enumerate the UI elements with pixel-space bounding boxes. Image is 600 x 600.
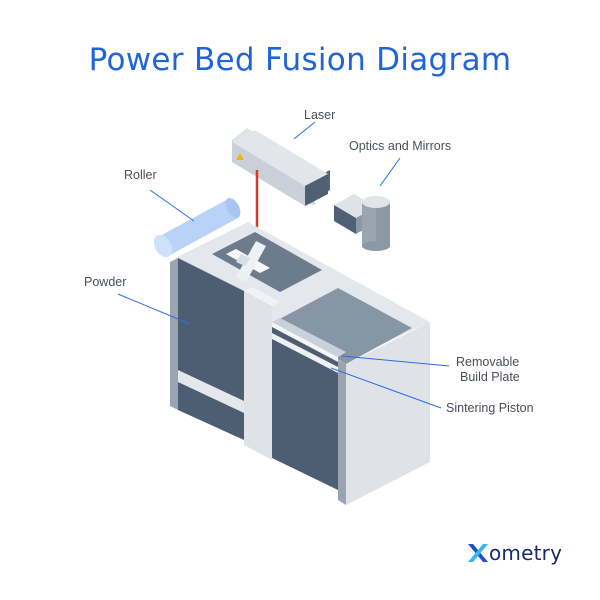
label-powder: Powder — [84, 275, 126, 289]
label-roller: Roller — [124, 168, 157, 182]
label-removable-line1: Removable — [456, 355, 519, 369]
xometry-logo: ometry — [466, 538, 562, 568]
label-sintering-piston: Sintering Piston — [446, 401, 534, 415]
removable-build-plate — [272, 322, 338, 362]
page-title: Power Bed Fusion Diagram — [88, 42, 512, 78]
sintering-piston — [272, 333, 338, 373]
label-laser: Laser — [304, 108, 335, 122]
laser-unit — [232, 128, 330, 206]
label-removable-line2: Build Plate — [460, 370, 520, 384]
x-mark-on-bed — [226, 241, 270, 282]
label-optics-and-mirrors: Optics and Mirrors — [349, 139, 451, 153]
brand-name: ometry — [489, 541, 563, 565]
machine-body — [170, 222, 430, 505]
build-chamber — [272, 325, 338, 490]
warning-triangle-icon — [236, 153, 244, 160]
roller — [153, 197, 241, 258]
xometry-x-mark — [468, 544, 488, 562]
powder-bed-surface — [212, 232, 322, 292]
leader-lines — [117, 121, 450, 409]
optics-and-mirrors-unit — [334, 194, 390, 251]
